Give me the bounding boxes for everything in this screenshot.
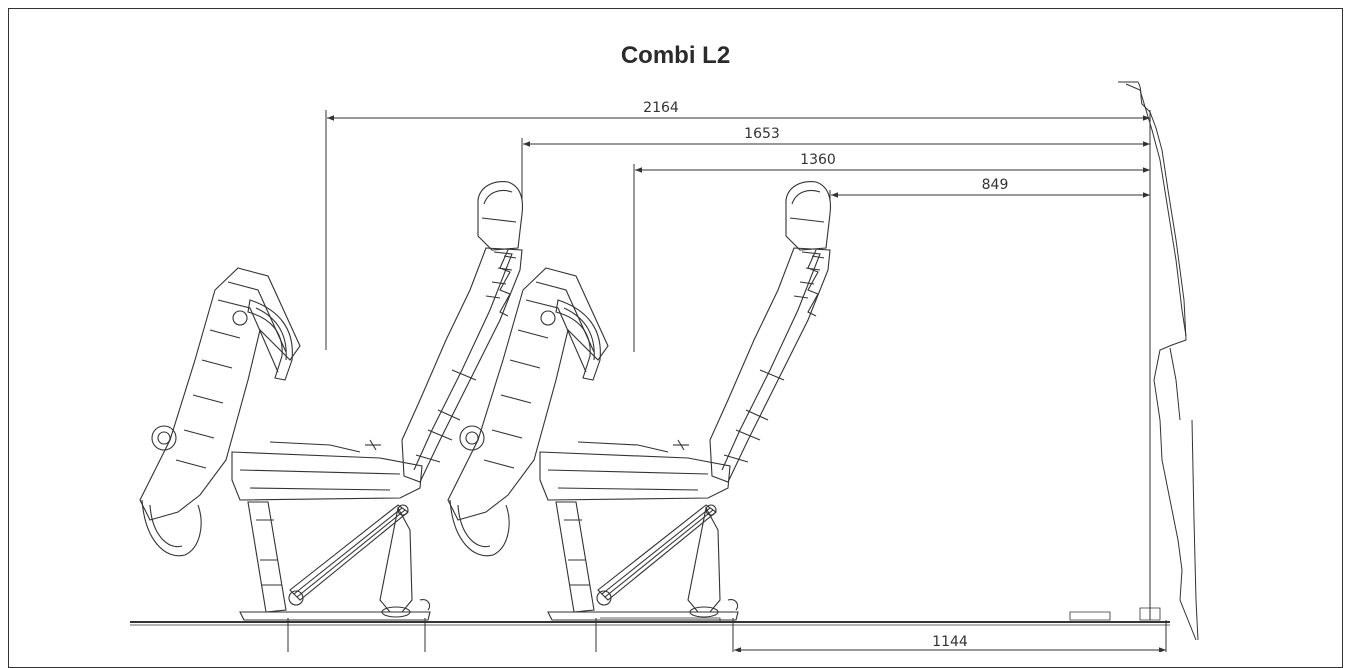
dimension-label-849: 849	[982, 177, 1009, 193]
partition-wall	[1118, 81, 1199, 641]
seat-row-1-backrest	[139, 267, 431, 621]
floor-line	[130, 607, 1170, 626]
dimension-label-2164: 2164	[643, 100, 679, 116]
dimension-label-1653: 1653	[744, 126, 780, 142]
dimension-lines	[327, 115, 1166, 652]
seat-row-2-headrest-seat	[401, 181, 524, 483]
seat-row-3-backrest	[447, 267, 739, 621]
seat-row-4-headrest-seat	[709, 181, 832, 483]
diagram-title: Combi L2	[620, 42, 731, 69]
dimension-label-1144: 1144	[932, 634, 968, 650]
dimension-label-1360: 1360	[800, 152, 836, 168]
seat-layout-drawing: 2164 1653 1360 849 1144	[130, 81, 1199, 652]
